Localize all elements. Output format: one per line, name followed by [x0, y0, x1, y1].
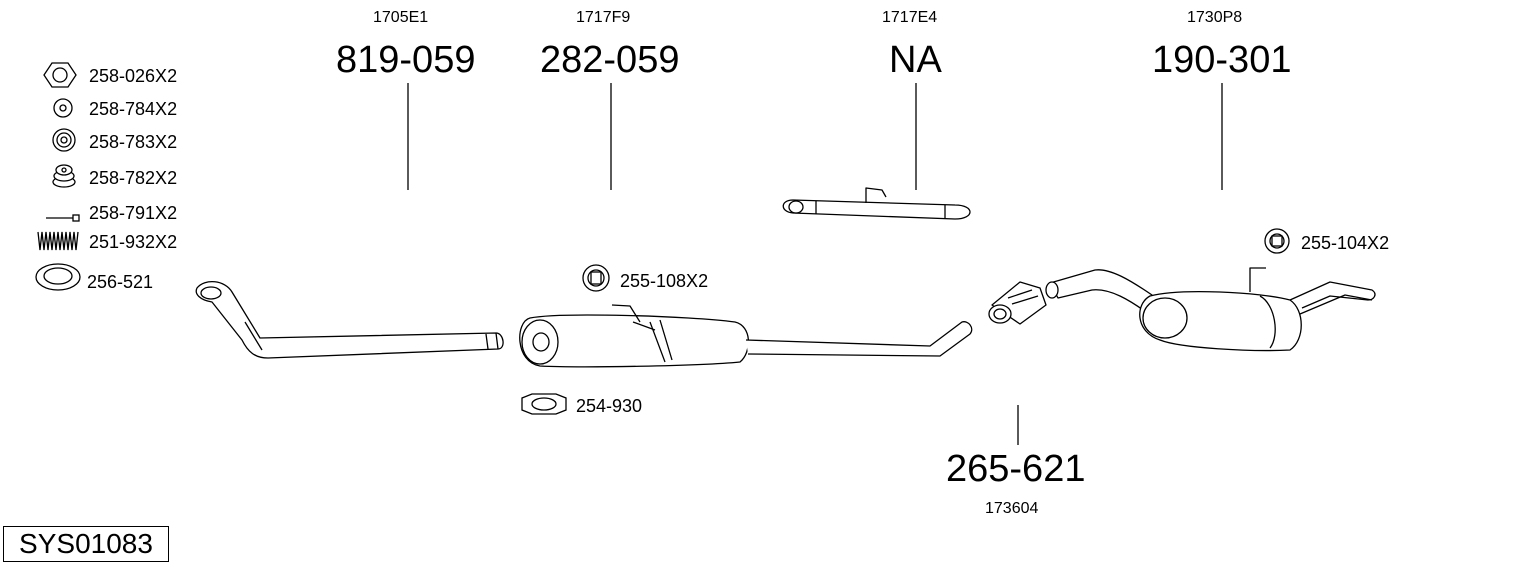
- center-muffler: [519, 304, 973, 368]
- hex-nut-icon: [43, 62, 77, 88]
- legend-label-bolt: 258-791X2: [89, 203, 178, 223]
- hanger-label: 255-108X2: [620, 271, 709, 291]
- washer-icon: [53, 98, 73, 118]
- part-number-2[interactable]: 282-059: [540, 39, 680, 81]
- part-ref-4: 1730P8: [1187, 9, 1243, 26]
- rear-hanger-icon: [1264, 228, 1290, 254]
- legend-label-rubber-bushing: 258-782X2: [89, 168, 178, 188]
- gasket-ring-icon: [35, 263, 81, 291]
- part-number-5[interactable]: 265-621: [946, 448, 1086, 490]
- part-ref-3: 1717E4: [882, 9, 938, 26]
- bolt-icon: [46, 214, 80, 222]
- legend-label-gasket-ring: 256-521: [87, 272, 154, 292]
- legend-label-washer: 258-784X2: [89, 99, 178, 119]
- part-ref-5: 173604: [985, 500, 1039, 517]
- part-ref-1: 1705E1: [373, 9, 429, 26]
- legend-label-rubber-ring: 258-783X2: [89, 132, 178, 152]
- part-number-4[interactable]: 190-301: [1152, 39, 1292, 81]
- legend-label-spring: 251-932X2: [89, 232, 178, 252]
- spring-icon: [37, 231, 79, 251]
- intermediate-pipe: [782, 187, 971, 220]
- part-number-1[interactable]: 819-059: [336, 39, 476, 81]
- connecting-sleeve: [988, 281, 1047, 325]
- legend-label-hex-nut: 258-026X2: [89, 66, 178, 86]
- rear-muffler: [1045, 267, 1376, 352]
- rear-hanger-label: 255-104X2: [1301, 233, 1390, 253]
- front-pipe: [195, 281, 504, 359]
- clamp-icon: [521, 393, 567, 415]
- part-number-3[interactable]: NA: [889, 39, 942, 81]
- rubber-bushing-icon: [52, 164, 76, 188]
- rubber-ring-icon: [52, 128, 76, 152]
- hanger-icon: [582, 264, 610, 292]
- system-code-box: SYS01083: [3, 526, 169, 562]
- part-ref-2: 1717F9: [576, 9, 631, 26]
- clamp-label: 254-930: [576, 396, 643, 416]
